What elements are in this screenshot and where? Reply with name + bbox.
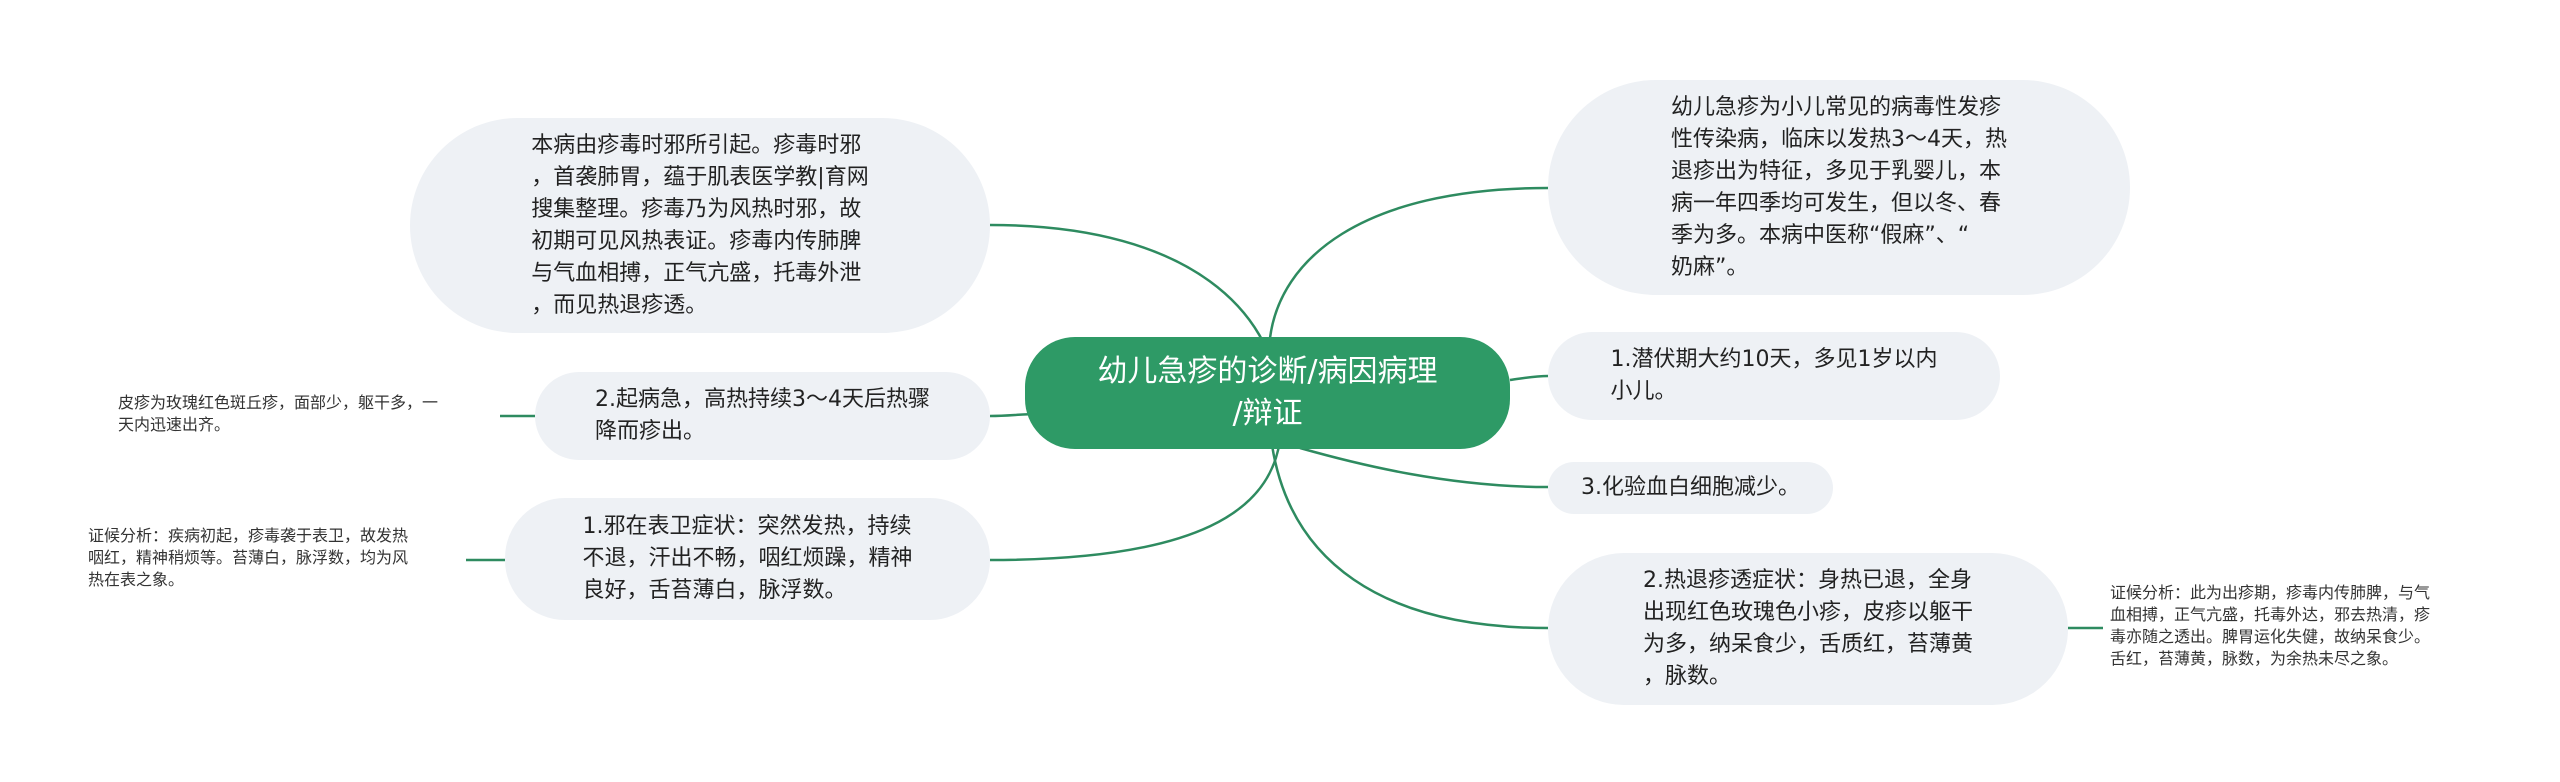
link-to-definition [1268, 186, 1549, 339]
topic-rash-label: 2.热退疹透症状：身热已退，全身 出现红色玫瑰色小疹，皮疹以躯干 为多，纳呆食少… [1642, 568, 1973, 689]
topic-incubation-label: 1.潜伏期大约10天，多见1岁以内 小儿。 [1610, 347, 1938, 404]
topic-exterior-label: 1.邪在表卫症状：突然发热，持续 不退，汗出不畅，咽红烦躁，精神 良好，舌苔薄白… [582, 514, 913, 603]
note-rash: 证候分析：此为出疹期，疹毒内传肺脾，与气 血相搏，正气亢盛，托毒外达，邪去热清，… [2110, 583, 2431, 668]
link-to-lab [1299, 446, 1549, 489]
topic-rash[interactable]: 2.热退疹透症状：身热已退，全身 出现红色玫瑰色小疹，皮疹以躯干 为多，纳呆食少… [1548, 553, 2068, 705]
link-to-incubation [1509, 374, 1549, 382]
note-exterior: 证候分析：疾病初起，疹毒袭于表卫，故发热 咽红，精神稍烦等。苔薄白，脉浮数，均为… [88, 526, 409, 589]
central-topic[interactable]: 幼儿急疹的诊断/病因病理 /辩证 [1025, 337, 1510, 449]
topic-definition[interactable]: 幼儿急疹为小儿常见的病毒性发疹 性传染病，临床以发热3～4天，热 退疹出为特征，… [1548, 80, 2130, 295]
link-to-rash [1270, 444, 1549, 630]
note-onset: 皮疹为玫瑰红色斑丘疹，面部少，躯干多，一 天内迅速出齐。 [118, 393, 439, 434]
topic-onset[interactable]: 2.起病急，高热持续3～4天后热骤 降而疹出。 [535, 372, 990, 460]
central-topic-label: 幼儿急疹的诊断/病因病理 /辩证 [1097, 354, 1438, 431]
topic-cause-label: 本病由疹毒时邪所引起。疹毒时邪 ，首袭肺胃，蕴于肌表医学教|育网 搜集整理。疹毒… [531, 132, 869, 318]
topic-definition-label: 幼儿急疹为小儿常见的病毒性发疹 性传染病，临床以发热3～4天，热 退疹出为特征，… [1671, 94, 2007, 280]
topic-incubation[interactable]: 1.潜伏期大约10天，多见1岁以内 小儿。 [1548, 332, 2000, 420]
topic-exterior[interactable]: 1.邪在表卫症状：突然发热，持续 不退，汗出不畅，咽红烦躁，精神 良好，舌苔薄白… [505, 498, 990, 620]
link-to-exterior [989, 439, 1282, 562]
topic-lab-label: 3.化验血白细胞减少。 [1581, 475, 1800, 500]
topic-lab[interactable]: 3.化验血白细胞减少。 [1548, 462, 1833, 514]
topic-onset-label: 2.起病急，高热持续3～4天后热骤 降而疹出。 [595, 387, 930, 444]
topic-cause[interactable]: 本病由疹毒时邪所引起。疹毒时邪 ，首袭肺胃，蕴于肌表医学教|育网 搜集整理。疹毒… [410, 118, 990, 333]
